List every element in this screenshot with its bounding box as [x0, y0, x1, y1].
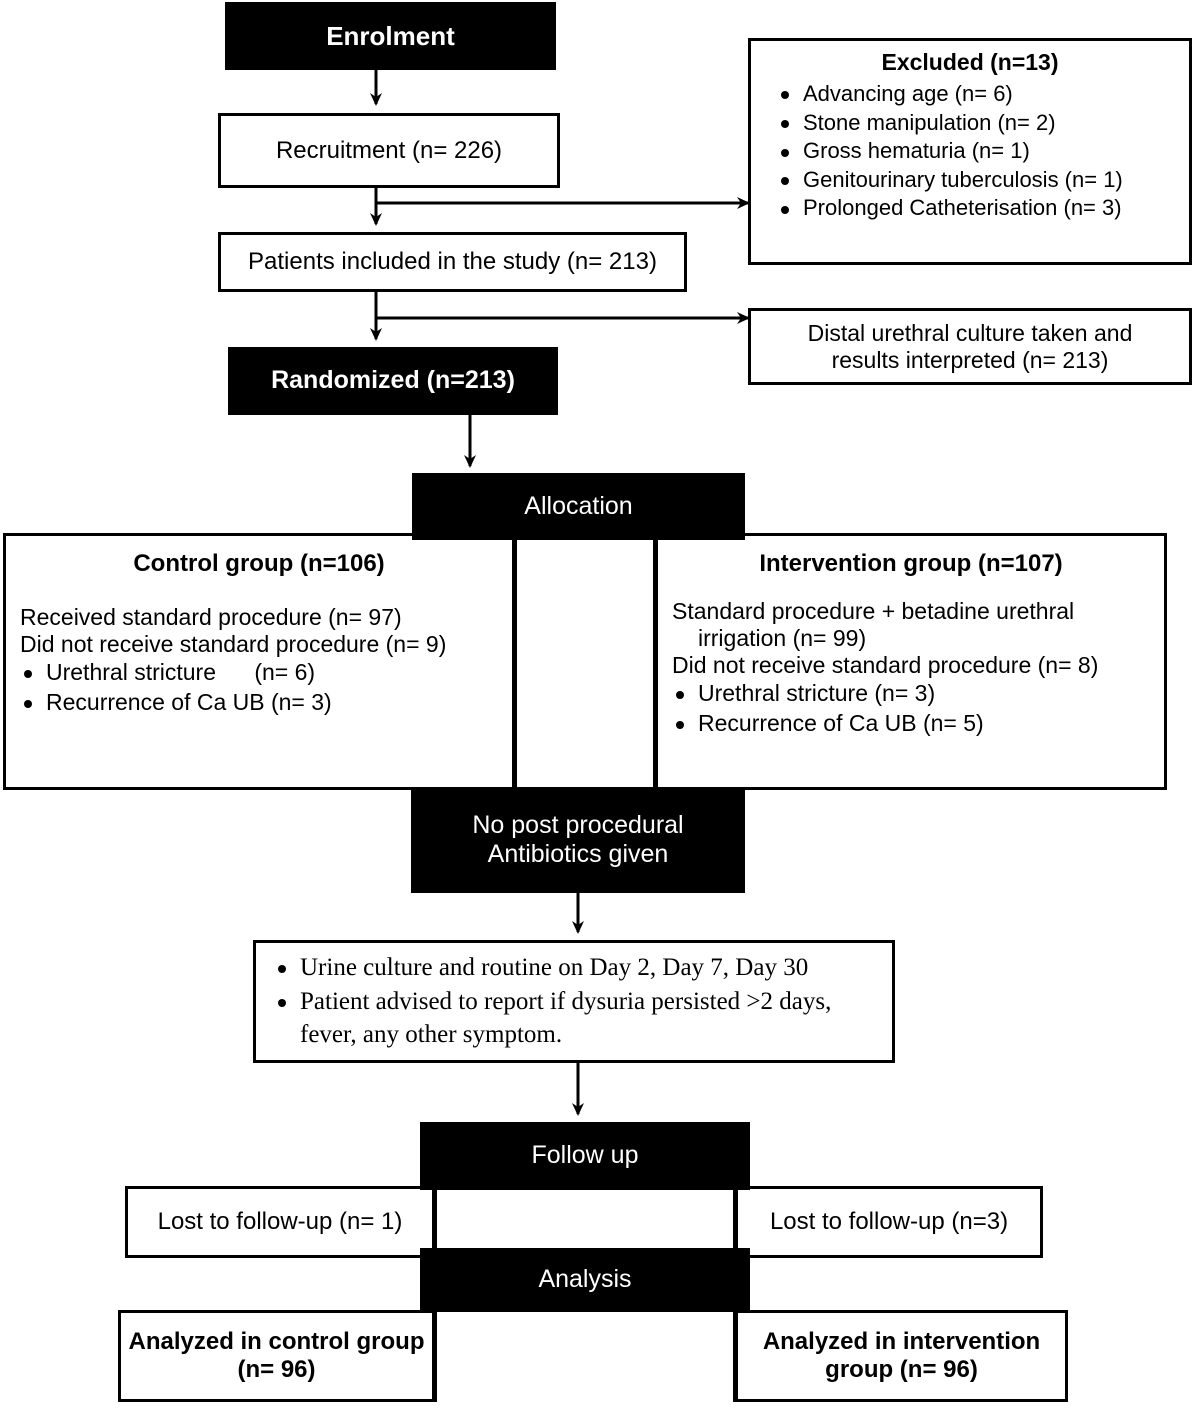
intervention-analyzed-box: Analyzed in intervention group (n= 96): [735, 1310, 1068, 1402]
stage-no-antibiotics: No post procedural Antibiotics given: [411, 787, 745, 893]
control-analyzed-line-2: (n= 96): [237, 1356, 316, 1383]
control-group-box: Control group (n=106) Received standard …: [3, 533, 515, 790]
intervention-bullets: Urethral stricture (n= 3) Recurrence of …: [672, 679, 1150, 739]
no-antibiotics-line-1: No post procedural: [472, 810, 684, 839]
intervention-group-heading: Intervention group (n=107): [759, 550, 1063, 577]
list-item: Patient advised to report if dysuria per…: [278, 986, 892, 1051]
control-group-body: Received standard procedure (n= 97) Did …: [6, 604, 512, 718]
list-item: Stone manipulation (n= 2): [781, 109, 1189, 138]
stage-randomized: Randomized (n=213): [228, 347, 558, 415]
intervention-line-3: Did not receive standard procedure (n= 8…: [672, 652, 1099, 678]
intervention-group-body: Standard procedure + betadine urethral i…: [658, 598, 1164, 739]
stage-analysis: Analysis: [420, 1248, 750, 1312]
control-line-2: Did not receive standard procedure (n= 9…: [20, 631, 447, 657]
stage-follow-up: Follow up: [420, 1122, 750, 1190]
control-analyzed-box: Analyzed in control group (n= 96): [118, 1310, 435, 1402]
control-lost-label: Lost to follow-up (n= 1): [157, 1208, 403, 1235]
stage-allocation-label: Allocation: [524, 491, 633, 520]
list-item: Recurrence of Ca UB (n= 3): [24, 688, 498, 718]
list-item: Urethral stricture (n= 3): [676, 679, 1150, 709]
patients-included-label: Patients included in the study (n= 213): [248, 248, 657, 275]
stage-allocation: Allocation: [412, 473, 745, 540]
list-item: Genitourinary tuberculosis (n= 1): [781, 166, 1189, 195]
recruitment-box: Recruitment (n= 226): [218, 113, 560, 188]
list-item: Recurrence of Ca UB (n= 5): [676, 709, 1150, 739]
allocation-center-divider: [514, 533, 656, 790]
followup-center-divider: [434, 1186, 736, 1258]
patients-included-box: Patients included in the study (n= 213): [218, 232, 687, 292]
intervention-group-box: Intervention group (n=107) Standard proc…: [655, 533, 1167, 790]
excluded-list: Advancing age (n= 6) Stone manipulation …: [751, 80, 1189, 223]
list-item: Urethral stricture (n= 6): [24, 658, 498, 688]
stage-enrolment: Enrolment: [225, 2, 556, 70]
list-item: Prolonged Catheterisation (n= 3): [781, 194, 1189, 223]
no-antibiotics-line-2: Antibiotics given: [487, 840, 669, 868]
culture-line-2: results interpreted (n= 213): [831, 346, 1109, 373]
control-bullets: Urethral stricture (n= 6) Recurrence of …: [20, 658, 498, 718]
intervention-lost-followup-box: Lost to follow-up (n=3): [735, 1186, 1043, 1258]
culture-line-1: Distal urethral culture taken and: [807, 319, 1133, 346]
intervention-lost-label: Lost to follow-up (n=3): [769, 1208, 1009, 1235]
monitoring-box: Urine culture and routine on Day 2, Day …: [253, 940, 895, 1063]
stage-follow-up-label: Follow up: [531, 1141, 639, 1170]
monitoring-list: Urine culture and routine on Day 2, Day …: [256, 952, 892, 1052]
intervention-analyzed-line-2: group (n= 96): [825, 1356, 978, 1383]
recruitment-label: Recruitment (n= 226): [275, 136, 503, 164]
control-lost-followup-box: Lost to follow-up (n= 1): [125, 1186, 435, 1258]
list-item: Gross hematuria (n= 1): [781, 137, 1189, 166]
excluded-box: Excluded (n=13) Advancing age (n= 6) Sto…: [748, 38, 1192, 265]
excluded-heading: Excluded (n=13): [881, 49, 1059, 75]
intervention-line-1: Standard procedure + betadine urethral: [672, 598, 1075, 624]
control-analyzed-line-1: Analyzed in control group: [128, 1328, 425, 1355]
distal-urethral-culture-box: Distal urethral culture taken and result…: [748, 308, 1192, 385]
stage-randomized-label: Randomized (n=213): [271, 366, 515, 395]
stage-analysis-label: Analysis: [538, 1265, 632, 1294]
control-group-heading: Control group (n=106): [133, 550, 385, 577]
intervention-line-2: irrigation (n= 99): [698, 625, 867, 651]
stage-enrolment-label: Enrolment: [326, 20, 455, 51]
analysis-center-divider: [434, 1310, 736, 1402]
control-line-1: Received standard procedure (n= 97): [20, 604, 402, 630]
list-item: Advancing age (n= 6): [781, 80, 1189, 109]
list-item: Urine culture and routine on Day 2, Day …: [278, 952, 892, 985]
intervention-analyzed-line-1: Analyzed in intervention: [762, 1328, 1041, 1355]
